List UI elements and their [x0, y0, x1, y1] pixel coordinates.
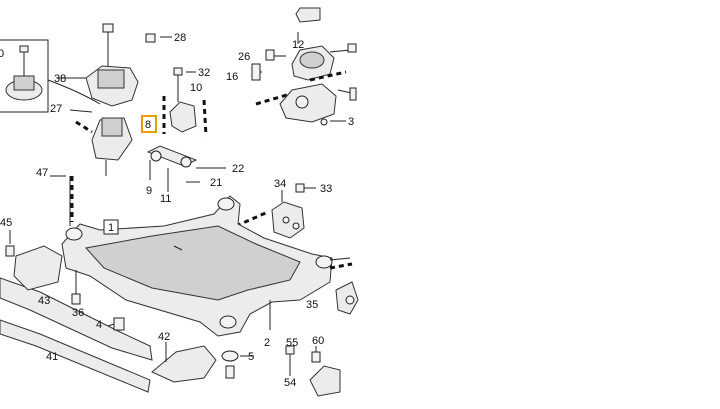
- inset-detail: [0, 39, 101, 113]
- leader-lines: [9, 175, 254, 357]
- callout-2: 2: [264, 337, 270, 349]
- callout-55: 55: [286, 337, 298, 349]
- callout-36: 36: [72, 307, 84, 319]
- callout-8: 8: [145, 119, 151, 131]
- highlight-callout-box: [141, 115, 157, 133]
- callout-60: 60: [312, 335, 324, 347]
- callout-33: 33: [320, 183, 332, 195]
- callout-28: 28: [174, 32, 186, 44]
- callout-4: 4: [96, 319, 102, 331]
- subframe-bracket-right: [235, 183, 316, 239]
- callout-3: 3: [348, 116, 354, 128]
- callout-22: 22: [232, 163, 244, 175]
- callout-26: 26: [238, 51, 250, 63]
- engine-mount-right: [251, 7, 357, 81]
- callout-10: 10: [190, 82, 202, 94]
- callout-labels: 0 38 27 28 8 32 10 47 22 21 9 11 12 26 1…: [0, 32, 354, 389]
- callout-16: 16: [226, 71, 238, 83]
- parts-lower-right: [285, 281, 359, 397]
- engine-mount-upper: [58, 23, 172, 107]
- mount-bracket: [162, 67, 208, 137]
- callout-47: 47: [36, 167, 48, 179]
- callout-1-box: 1: [103, 219, 119, 235]
- front-subframe: [61, 176, 353, 337]
- callout-9: 9: [146, 185, 152, 197]
- callout-45: 45: [0, 217, 12, 229]
- callout-32: 32: [198, 67, 210, 79]
- lower-cross-member: [0, 245, 153, 393]
- right-bracket: [255, 70, 357, 126]
- callout-21: 21: [210, 177, 222, 189]
- callout-11: 11: [160, 193, 171, 205]
- callout-38: 38: [54, 73, 66, 85]
- callout-41: 41: [46, 351, 58, 363]
- callout-1: 1: [108, 222, 114, 234]
- callout-12: 12: [292, 39, 304, 51]
- callout-5: 5: [248, 351, 254, 363]
- lower-bracket-42: [113, 317, 239, 383]
- callout-34: 34: [274, 178, 286, 190]
- callout-35: 35: [306, 299, 318, 311]
- callout-54: 54: [284, 377, 296, 389]
- engine-mount-lower: [69, 109, 133, 176]
- callout-27: 27: [50, 103, 62, 115]
- callout-42: 42: [158, 331, 170, 343]
- callout-0: 0: [0, 48, 4, 60]
- torque-rod: [146, 145, 226, 192]
- callout-43: 43: [38, 295, 50, 307]
